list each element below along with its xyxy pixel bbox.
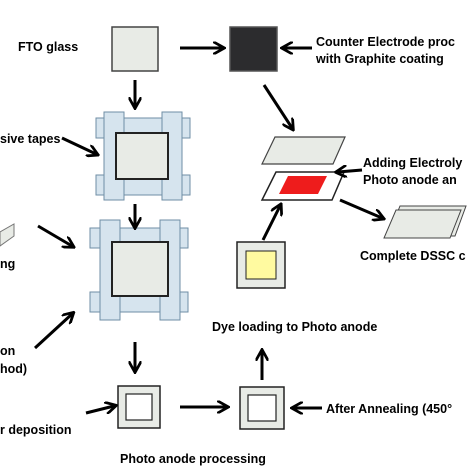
counter-electrode-label-1: Counter Electrode proc <box>316 35 455 49</box>
complete-dssc-plates <box>383 205 467 239</box>
photo-anode-deposited <box>117 385 161 429</box>
fto-glass-plate <box>111 26 159 72</box>
photo-anode-annealed <box>239 386 285 430</box>
arrow-left-in <box>37 224 72 246</box>
after-annealing-label: After Annealing (450° <box>326 402 453 416</box>
dye-loaded-anode <box>236 241 286 289</box>
arrow-deposition-label <box>85 406 114 415</box>
adding-electrolyte-label-1: Adding Electroly <box>363 156 463 170</box>
complete-dssc-label: Complete DSSC c <box>360 249 466 263</box>
deposition-label: r deposition <box>0 423 72 437</box>
arrow-dye-up <box>261 206 280 241</box>
arrow-tapes-label <box>61 136 96 154</box>
counter-glass-plate <box>261 136 346 165</box>
masked-substrate-1 <box>95 111 191 201</box>
adhesive-tapes-label: sive tapes <box>0 132 61 146</box>
arrow-left-up <box>33 314 72 350</box>
dye-loading-label: Dye loading to Photo anode <box>212 320 378 334</box>
arrow-to-complete <box>339 198 382 218</box>
left-partial-label-1: ng <box>0 257 16 271</box>
fto-glass-label: FTO glass <box>18 40 79 54</box>
counter-electrode-label-2: with Graphite coating <box>316 52 444 66</box>
photo-anode-processing-label: Photo anode processing <box>120 452 266 466</box>
partial-plate <box>0 223 15 247</box>
masked-substrate-2 <box>89 219 189 321</box>
arrow-electrolyte-label <box>338 170 363 172</box>
left-partial-label-3: hod) <box>0 362 28 376</box>
left-partial-label-2: on <box>0 344 16 358</box>
electrolyte-anode-plate <box>260 171 346 201</box>
counter-electrode-plate <box>229 26 278 72</box>
arrow-counter-to-stack <box>262 84 292 128</box>
adding-electrolyte-label-2: Photo anode an <box>363 173 457 187</box>
